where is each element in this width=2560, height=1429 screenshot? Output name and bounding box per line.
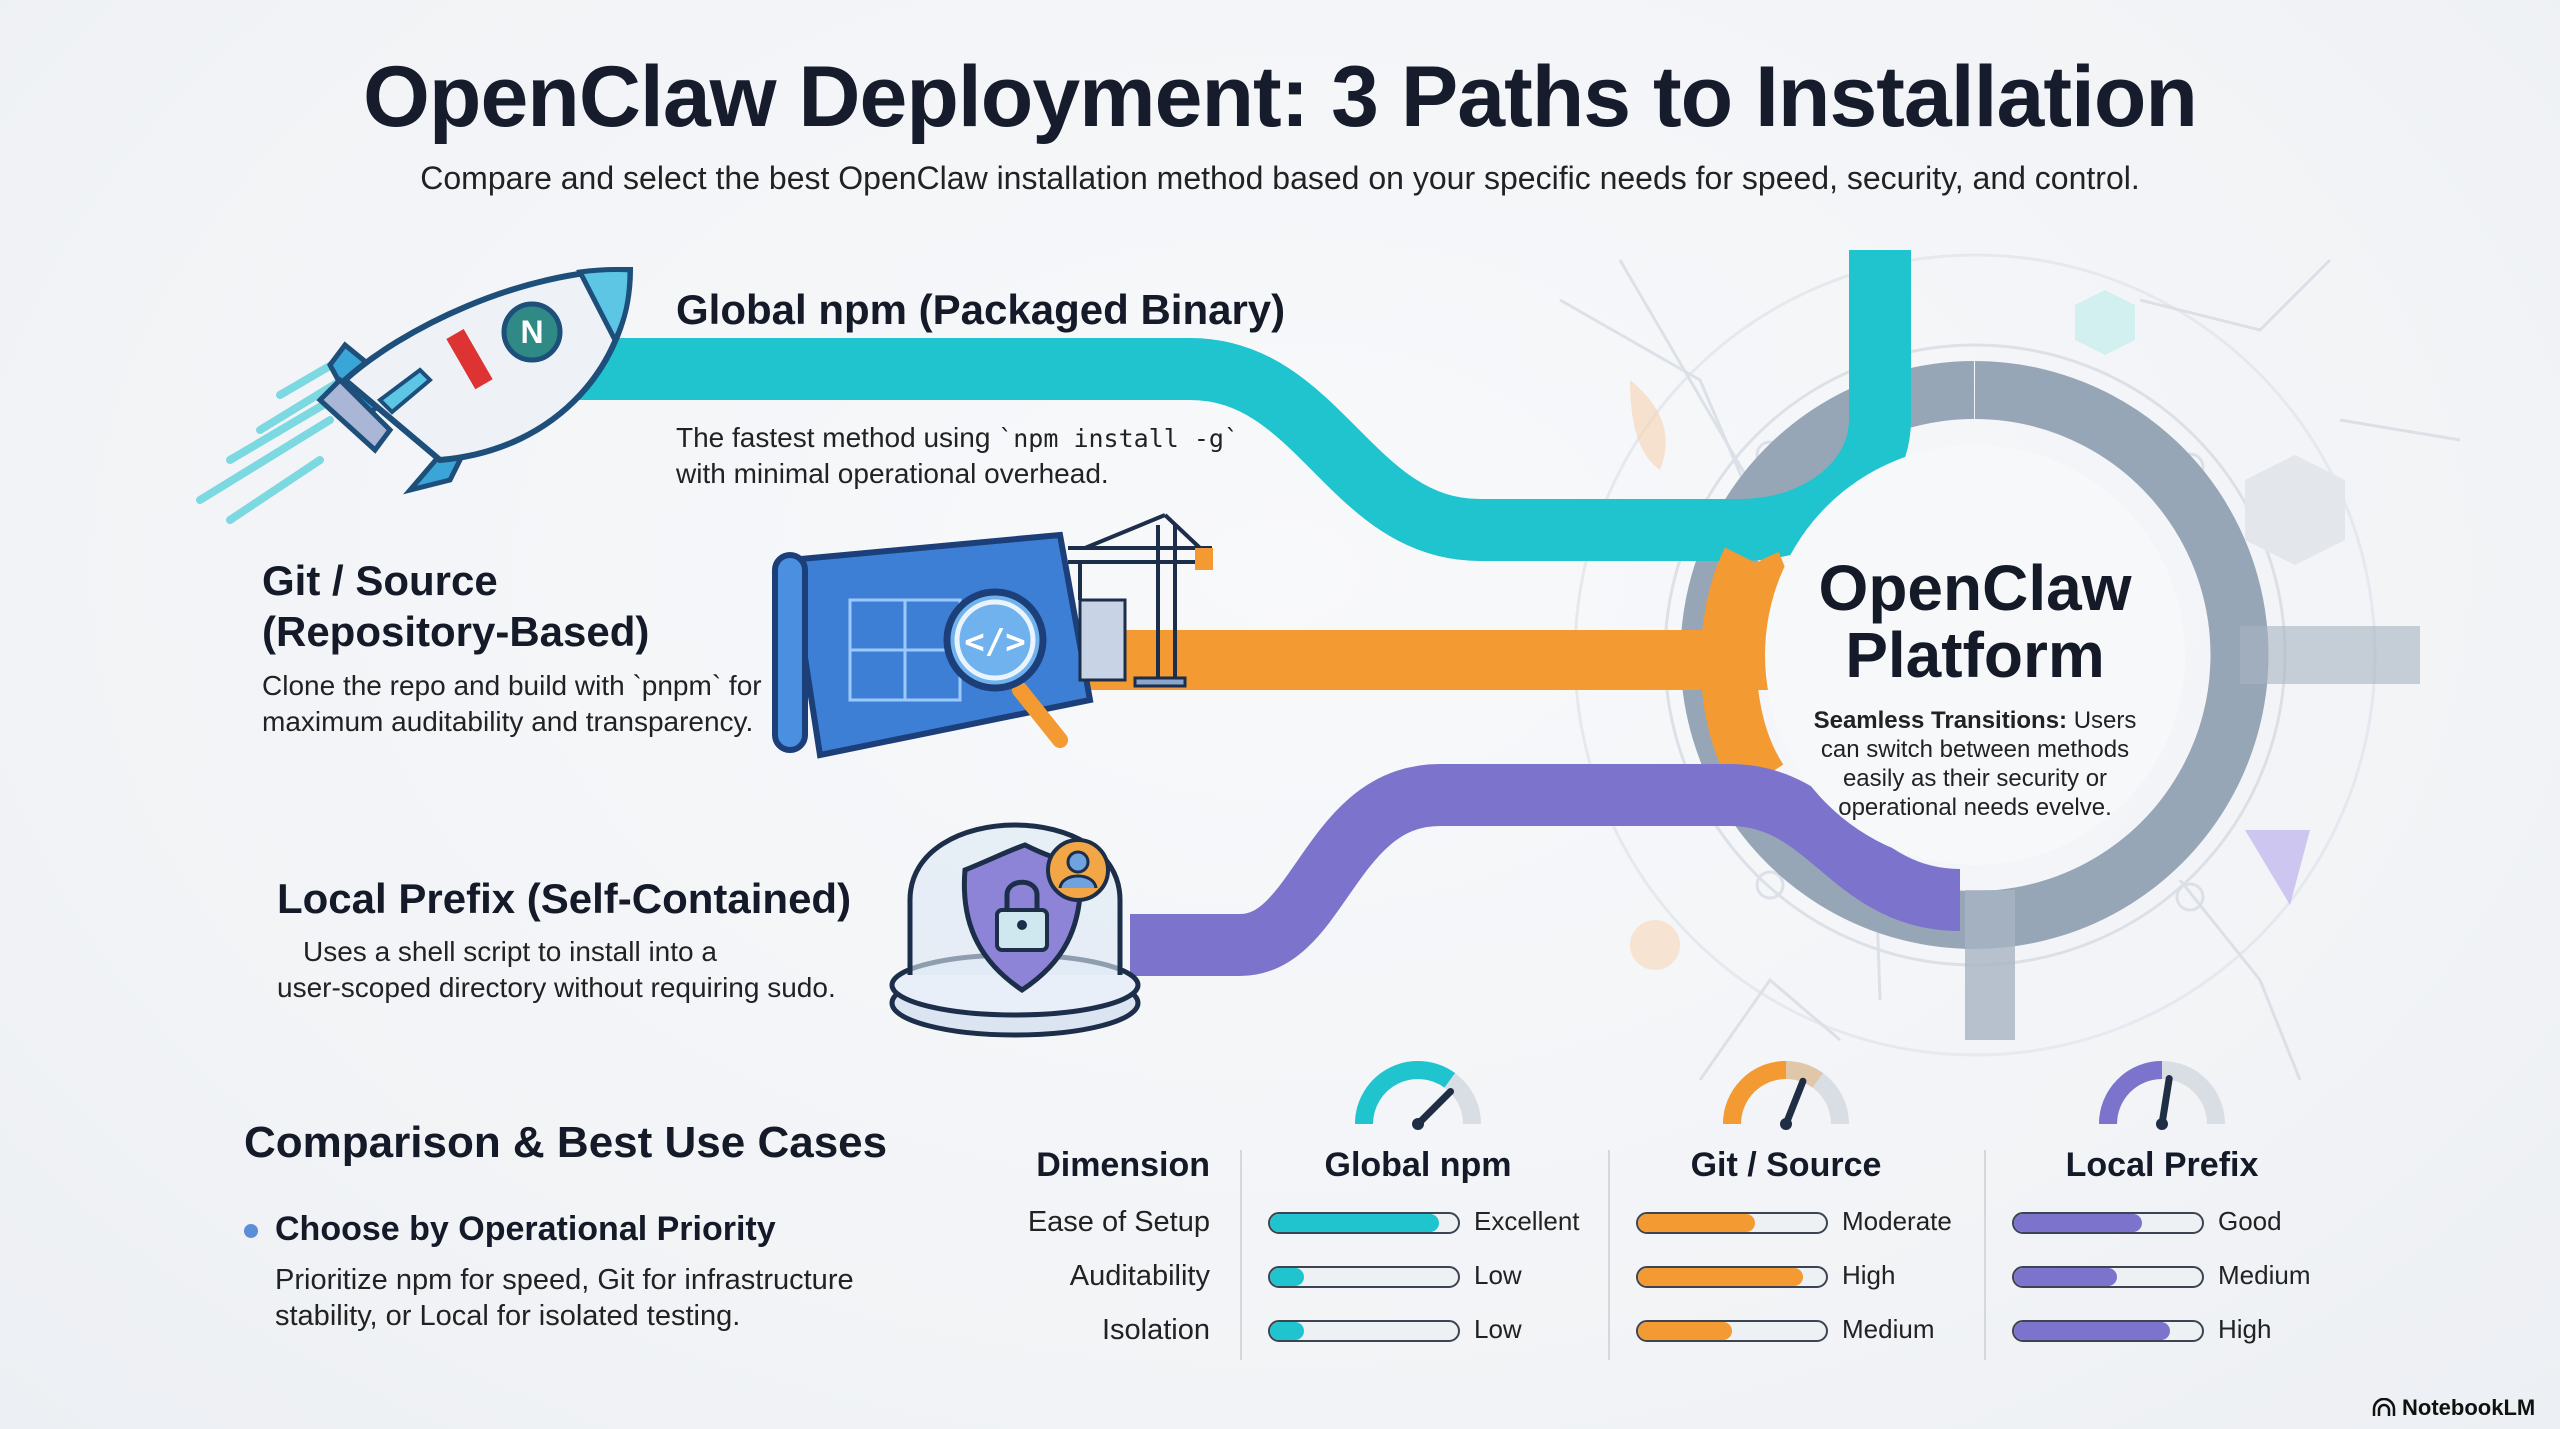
git-path-title-line2: (Repository-Based) [262, 608, 650, 656]
rating-bar-fill [1270, 1322, 1304, 1340]
npm-path-ribbon [560, 250, 1911, 561]
rating-bar-fill [2014, 1214, 2142, 1232]
rating-label: Medium [2218, 1260, 2311, 1290]
gauge-icon [1355, 1061, 1481, 1130]
hub-desc-rest: Users can switch between methods easily … [1820, 707, 2137, 821]
rating-bar-fill [1638, 1268, 1804, 1286]
rating-bar [1636, 1212, 1828, 1234]
notebooklm-badge: NotebookLM [2372, 1395, 2535, 1421]
page-title: OpenClaw Deployment: 3 Paths to Installa… [363, 49, 2198, 145]
bullet-title: Choose by Operational Priority [275, 1210, 776, 1248]
footer-brand: NotebookLM [2402, 1395, 2536, 1420]
gauge-hub [1780, 1118, 1792, 1130]
rocket-icon: N [196, 266, 634, 524]
npm-path-description: The fastest method using `npm install -g… [676, 420, 1239, 492]
method-column-header: Global npm [1324, 1146, 1512, 1184]
bullet-desc-line1: Prioritize npm for speed, Git for infras… [275, 1264, 854, 1296]
rating-label: High [2218, 1314, 2272, 1344]
dimension-label: Ease of Setup [1027, 1206, 1210, 1238]
rating-label: Moderate [1842, 1206, 1952, 1236]
dimension-label: Isolation [1101, 1314, 1210, 1346]
npm-desc-code: `npm install -g` [998, 424, 1240, 453]
rating-bar [1268, 1212, 1460, 1234]
local-path-ribbon [1130, 764, 1962, 976]
rating-bar-fill [1638, 1214, 1755, 1232]
gauge-arc [2099, 1061, 2163, 1125]
hub-disc [1765, 445, 2185, 865]
rating-bar [2012, 1320, 2204, 1342]
git-path-title: Git / Source (Repository-Based) [262, 555, 649, 657]
rating-label: Medium [1842, 1314, 1935, 1344]
hub-title: OpenClaw Platform [1775, 552, 2175, 692]
git-desc-line1: Clone the repo and build with `pnpm` for [262, 670, 762, 701]
rating-bar [1636, 1266, 1828, 1288]
rating-bar [2012, 1212, 2204, 1234]
svg-text:N: N [520, 314, 543, 350]
local-desc-line1: Uses a shell script to install into a [303, 936, 717, 967]
hub-title-line2: Platform [1845, 619, 2105, 692]
npm-desc-text-2: with minimal operational overhead. [676, 457, 1109, 489]
dimension-label: Auditability [1069, 1260, 1210, 1292]
rating-bar [1268, 1320, 1460, 1342]
hub-description: Seamless Transitions: Users can switch b… [1775, 707, 2175, 822]
gauge-hub [1412, 1118, 1424, 1130]
svg-text:</>: </> [964, 622, 1025, 662]
bullet-dot-icon [244, 1224, 258, 1238]
npm-path-title: Global npm (Packaged Binary) [676, 286, 1286, 333]
rating-bar [2012, 1266, 2204, 1288]
gauge-arc [1355, 1061, 1456, 1125]
gauge-icon [2099, 1061, 2225, 1130]
rating-bar [1636, 1320, 1828, 1342]
rating-label: Low [1474, 1314, 1522, 1344]
hub-title-line1: OpenClaw [1818, 552, 2132, 624]
local-desc-line2: user-scoped directory without requiring … [277, 971, 836, 1003]
background-shapes [1630, 290, 2345, 970]
blueprint-magnifier-icon: </> [772, 513, 1213, 759]
local-path-title: Local Prefix (Self-Contained) [277, 875, 852, 922]
rating-label: High [1842, 1260, 1896, 1290]
rating-label: Excellent [1474, 1206, 1580, 1236]
rating-bar-fill [2014, 1322, 2171, 1340]
bullet-description: Prioritize npm for speed, Git for infras… [275, 1262, 854, 1335]
rating-label: Good [2218, 1206, 2282, 1236]
rating-bar [1268, 1266, 1460, 1288]
dimension-header: Dimension [1036, 1146, 1210, 1184]
method-column-header: Git / Source [1690, 1146, 1882, 1184]
column-divider [1240, 1150, 1242, 1360]
comparison-title: Comparison & Best Use Cases [244, 1118, 888, 1167]
rating-bar-fill [2014, 1268, 2118, 1286]
rating-bar-fill [1270, 1268, 1304, 1286]
hub-label: OpenClaw Platform Seamless Transitions: … [1775, 552, 2175, 823]
git-desc-line2: maximum auditability and transparency. [262, 705, 754, 737]
gauge-hub [2156, 1118, 2168, 1130]
gauge-needle [2158, 1075, 2173, 1128]
gauge-needle [1414, 1087, 1455, 1128]
git-path-title-line1: Git / Source [262, 557, 498, 604]
git-path-description: Clone the repo and build with `pnpm` for… [262, 668, 762, 740]
column-divider [1608, 1150, 1610, 1360]
bullet-desc-line2: stability, or Local for isolated testing… [275, 1300, 741, 1333]
gauge-arc [1723, 1061, 1787, 1125]
column-divider [1984, 1150, 1986, 1360]
local-path-description: Uses a shell script to install into a us… [277, 934, 836, 1006]
rating-bar-fill [1270, 1214, 1440, 1232]
gauge-icon [1723, 1061, 1849, 1130]
shield-lock-dome-icon [889, 822, 1141, 1038]
page-subtitle: Compare and select the best OpenClaw ins… [420, 160, 2140, 196]
hub-desc-bold: Seamless Transitions: [1813, 707, 2068, 735]
rating-bar-fill [1638, 1322, 1732, 1340]
method-column-header: Local Prefix [2065, 1146, 2259, 1184]
gauge-needle [1782, 1077, 1807, 1128]
npm-desc-text: The fastest method using [676, 422, 999, 453]
rating-label: Low [1474, 1260, 1522, 1290]
notebooklm-logo-icon [2372, 1398, 2396, 1416]
git-path-ribbon-arc [1700, 547, 1784, 796]
